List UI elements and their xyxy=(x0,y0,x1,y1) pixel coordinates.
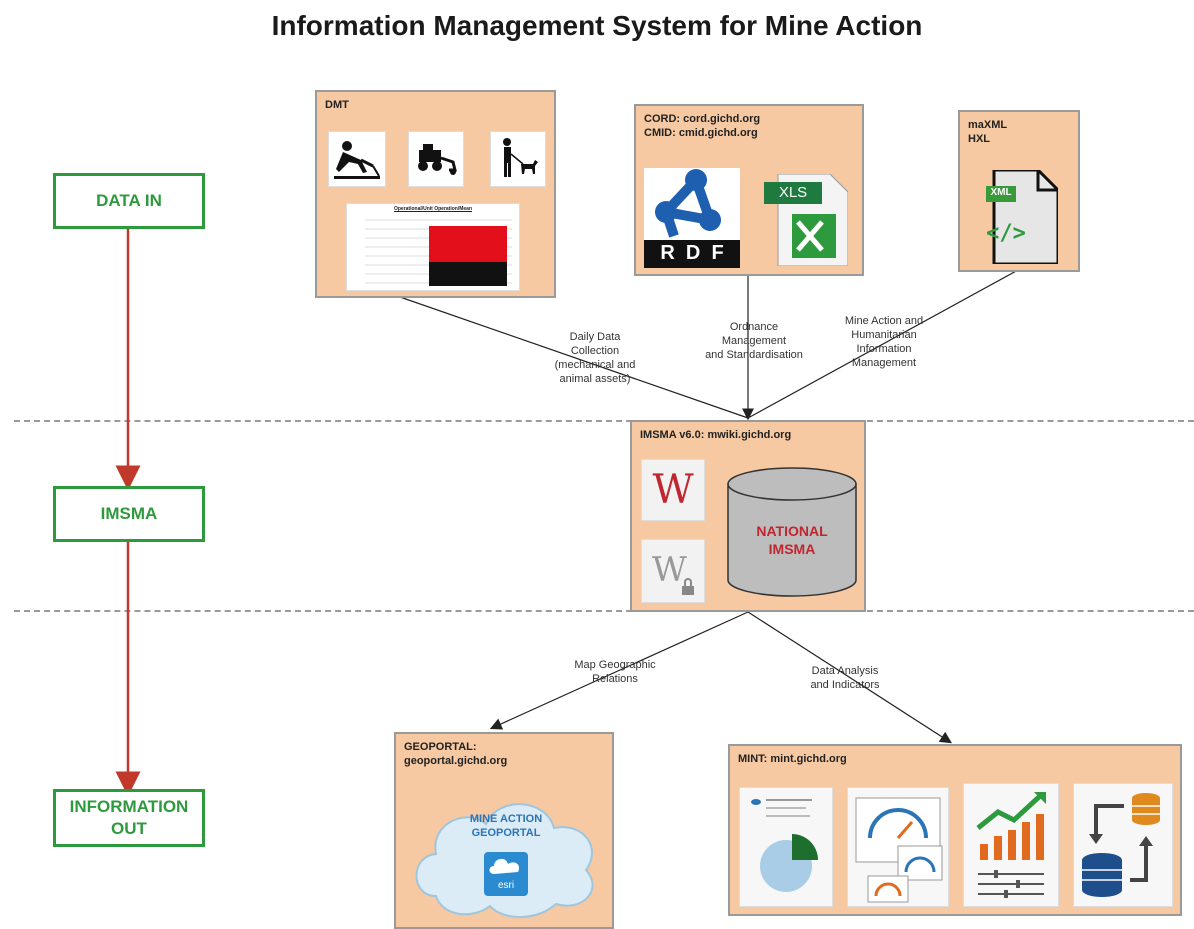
dmt-chart-caption: Operational/Unit Operation/Mean xyxy=(393,206,473,212)
maxml-box: maXML HXL </> XML xyxy=(958,110,1080,272)
xml-tag-text: XML xyxy=(990,187,1012,198)
separator-bottom xyxy=(14,610,1194,612)
national-imsma-label: NATIONAL IMSMA xyxy=(756,523,828,557)
edge-label-map-geographic: Map Geographic Relations xyxy=(574,659,656,685)
imsma-box: IMSMA v6.0: mwiki.gichd.org W W NATIONAL… xyxy=(630,420,866,612)
edge-label-data-analysis: Data Analysis and Indicators xyxy=(810,665,880,691)
deminer-icon xyxy=(329,132,385,186)
dashboard-gauges-icon xyxy=(848,788,948,906)
stage-data-in: DATA IN xyxy=(53,173,205,229)
stage-imsma-label: IMSMA xyxy=(100,504,158,523)
dmt-label: DMT xyxy=(325,99,349,111)
mint-box: MINT: mint.gichd.org xyxy=(728,744,1182,916)
wiki-icon: W xyxy=(642,460,704,520)
diagram-title: Information Management System for Mine A… xyxy=(271,10,923,41)
cord-label: CORD: cord.gichd.org CMID: cmid.gichd.or… xyxy=(644,113,761,139)
edge-label-ordnance: Ordnance Management and Standardisation xyxy=(705,321,803,361)
geoportal-label: GEOPORTAL: geoportal.gichd.org xyxy=(404,741,508,767)
dmt-box: DMT Operational/Unit Opera xyxy=(315,90,556,298)
edge-label-daily-data: Daily Data Collection (mechanical and an… xyxy=(554,331,636,385)
mechanical-asset-icon xyxy=(409,132,463,186)
national-imsma-database-icon: NATIONAL IMSMA xyxy=(726,466,858,598)
esri-logo-icon: esri xyxy=(484,852,528,896)
esri-text: esri xyxy=(497,880,515,891)
stage-information-out: INFORMATION OUT xyxy=(53,789,205,847)
report-pie-icon xyxy=(740,788,832,906)
dog-handler-icon xyxy=(491,132,545,186)
edge-label-mine-action: Mine Action and Humanitarian Information… xyxy=(844,315,924,369)
stage-data-in-label: DATA IN xyxy=(96,191,162,210)
data-sync-icon xyxy=(1074,784,1172,906)
rdf-logo-icon: R D F xyxy=(644,168,740,268)
geoportal-cloud-label: MINE ACTION GEOPORTAL xyxy=(469,813,543,839)
growth-chart-icon xyxy=(964,784,1058,906)
wiki-lock-icon: W xyxy=(642,540,704,602)
rdf-text: R D F xyxy=(660,242,724,264)
stage-information-out-label: INFORMATION OUT xyxy=(69,797,189,838)
separator-top xyxy=(14,420,1194,422)
xls-file-icon: XLS xyxy=(764,174,848,266)
dmt-bar-chart: Operational/Unit Operation/Mean xyxy=(347,204,519,290)
maxml-label: maXML HXL xyxy=(968,119,1008,145)
geoportal-cloud: MINE ACTION GEOPORTAL esri xyxy=(406,786,606,926)
imsma-label: IMSMA v6.0: mwiki.gichd.org xyxy=(640,429,792,441)
stage-imsma: IMSMA xyxy=(53,486,205,542)
cord-box: CORD: cord.gichd.org CMID: cmid.gichd.or… xyxy=(634,104,864,276)
xls-text: XLS xyxy=(778,184,808,201)
svg-text:</>: </> xyxy=(986,221,1026,246)
xml-file-icon: </> XML xyxy=(986,170,1058,264)
mint-label: MINT: mint.gichd.org xyxy=(738,753,847,765)
geoportal-box: GEOPORTAL: geoportal.gichd.org MINE ACTI… xyxy=(394,732,614,929)
